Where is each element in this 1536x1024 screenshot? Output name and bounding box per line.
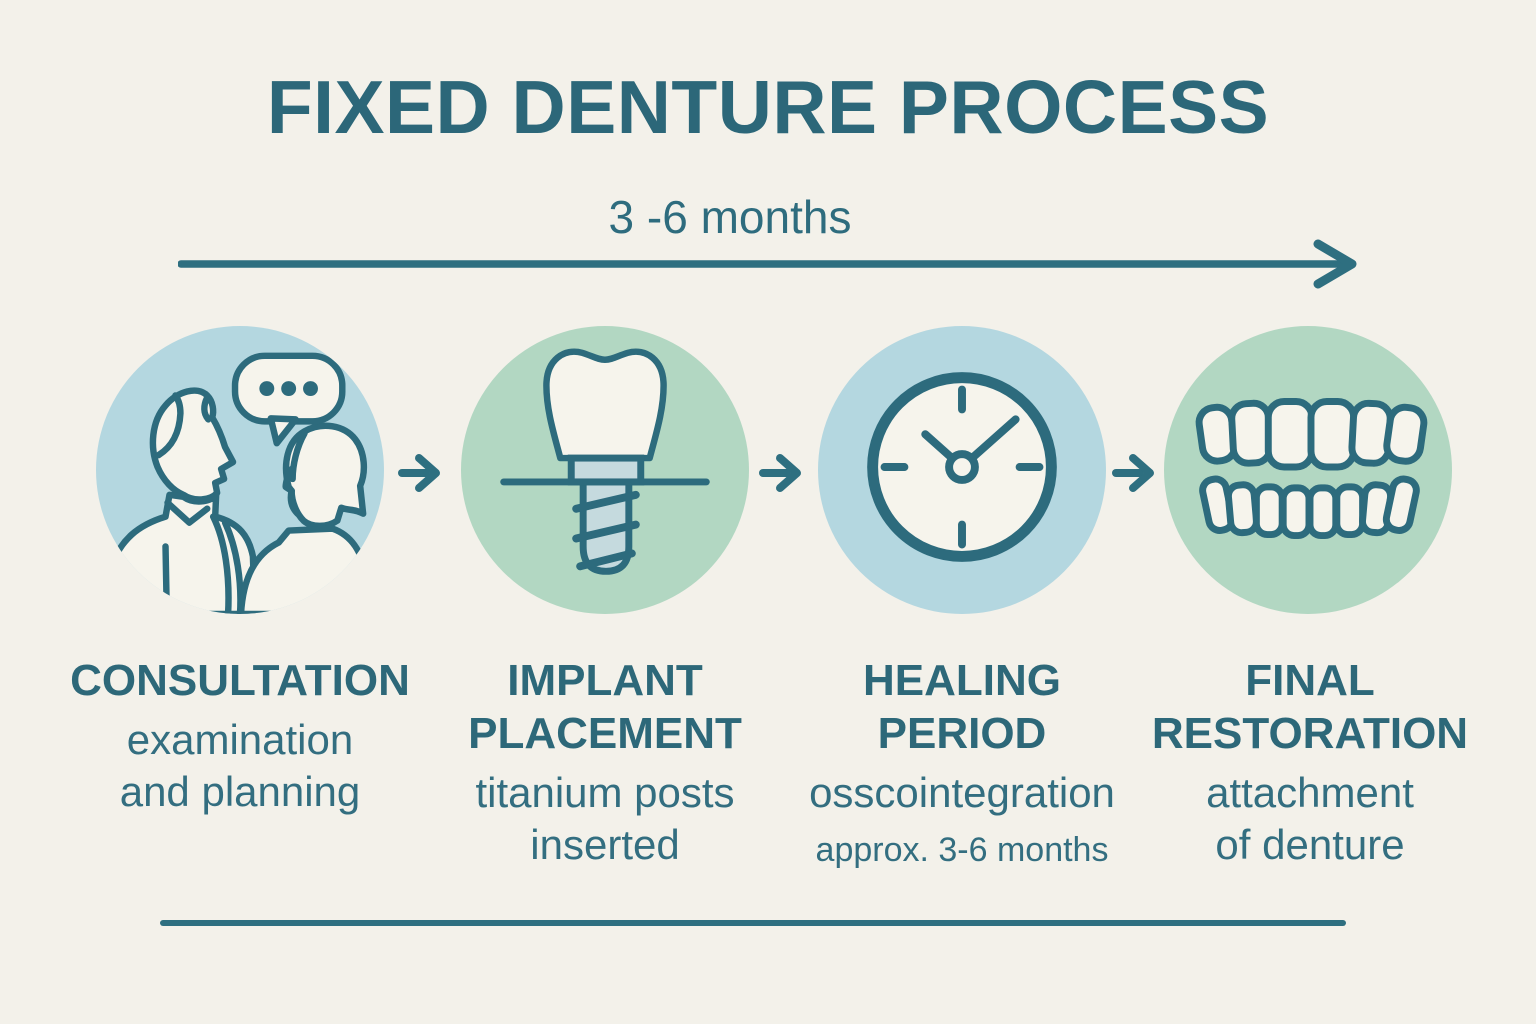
dentures-icon [1195,398,1428,540]
step-description: attachment of denture [1206,768,1414,868]
step-heading: HEALING PERIOD [863,656,1061,758]
clock-icon [867,372,1057,562]
step-duration-note: approx. 3-6 months [815,830,1109,869]
step-description: examination and planning [119,715,361,815]
timeline-duration-label: 3 -6 months [608,191,852,243]
step-label-implant-placement: IMPLANT PLACEMENT titanium posts inserte… [425,655,785,871]
step-circle-implant-placement [461,326,749,614]
bottom-divider-line [160,920,1346,926]
step-heading: FINAL RESTORATION [1151,656,1469,758]
consultation-icon [102,352,372,614]
step-heading: IMPLANT PLACEMENT [468,656,742,758]
step-description: titanium posts inserted [475,768,735,868]
page-title: FIXED DENTURE PROCESS [266,65,1270,149]
step-circle-consultation [96,326,384,614]
step-label-final-restoration: FINAL RESTORATION attachment of denture [1130,655,1490,871]
step-heading: CONSULTATION [70,656,410,705]
step-description: osscointegration [809,768,1115,816]
step-circle-final-restoration [1164,326,1452,614]
implant-icon [500,348,710,575]
timeline-arrow-icon [178,239,1357,289]
step-circle-healing-period [818,326,1106,614]
step-arrow-icon [398,454,440,492]
step-arrow-icon [1112,454,1154,492]
step-arrow-icon [759,454,801,492]
step-label-consultation: CONSULTATION examination and planning [60,655,420,818]
step-label-healing-period: HEALING PERIOD osscointegration approx. … [782,655,1142,870]
